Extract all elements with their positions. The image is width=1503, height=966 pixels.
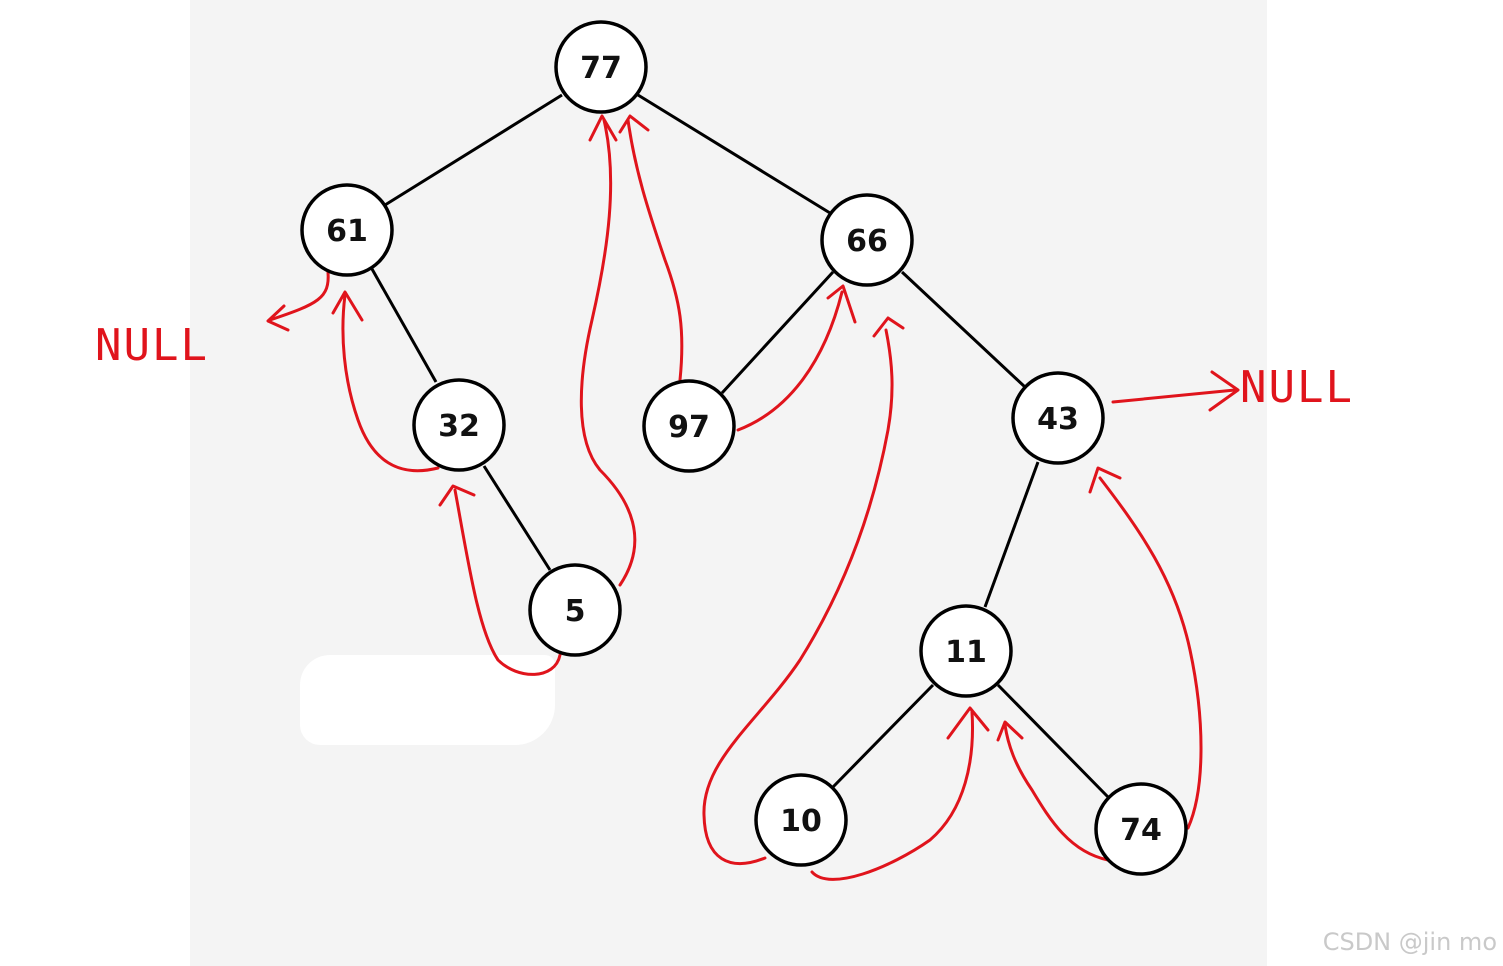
edge-66-97: [720, 270, 835, 395]
node-77: 77: [554, 20, 648, 114]
thread-arrows: [266, 114, 1240, 881]
node-11-label: 11: [945, 635, 987, 670]
thread-5-32-head: [438, 484, 476, 507]
thread-32-61-head: [331, 290, 364, 322]
node-66-label: 66: [846, 224, 888, 259]
node-77-label: 77: [580, 51, 622, 86]
thread-5-32: [453, 488, 562, 676]
thread-97-77-head: [618, 114, 650, 134]
node-61-label: 61: [326, 214, 368, 249]
node-97-label: 97: [668, 410, 710, 445]
edge-77-61: [384, 93, 563, 207]
node-43: 43: [1011, 371, 1105, 465]
node-97: 97: [642, 379, 736, 473]
node-32-label: 32: [438, 409, 480, 444]
thread-61-null-head: [266, 304, 290, 332]
tree-edges: [370, 93, 1110, 799]
thread-74-11-head: [996, 720, 1024, 742]
edge-77-66: [637, 93, 831, 215]
thread-74-11: [1003, 723, 1110, 862]
thread-74-43: [1098, 476, 1203, 830]
edge-43-11: [983, 461, 1040, 608]
thread-10-11: [810, 710, 974, 881]
node-5: 5: [528, 563, 622, 657]
edge-32-5: [482, 465, 552, 571]
thread-43-null: [1111, 388, 1237, 404]
node-32: 32: [412, 378, 506, 472]
thread-10-11-head: [946, 706, 990, 740]
node-74-label: 74: [1120, 813, 1162, 848]
node-61: 61: [300, 183, 394, 277]
node-43-label: 43: [1037, 402, 1079, 437]
node-74: 74: [1094, 782, 1188, 876]
thread-5-77: [579, 118, 637, 587]
node-66: 66: [820, 193, 914, 287]
edge-11-74: [996, 683, 1110, 799]
null-label-left: NULL: [95, 320, 209, 371]
thread-10-66: [702, 328, 894, 866]
thread-97-66-head: [826, 284, 857, 324]
thread-61-null: [268, 270, 330, 322]
thread-43-null-head: [1208, 370, 1240, 412]
null-label-right: NULL: [1240, 362, 1354, 413]
tree-nodes: 77 61 66 32 97 43 5 11: [300, 20, 1188, 876]
edge-66-43: [900, 270, 1027, 389]
edge-11-10: [831, 683, 935, 789]
diagram-background: [190, 0, 1267, 966]
thread-5-77-head: [588, 114, 618, 142]
node-5-label: 5: [565, 594, 586, 629]
edge-61-32: [370, 268, 438, 383]
node-11: 11: [919, 604, 1013, 698]
node-10: 10: [754, 773, 848, 867]
thread-74-43-head: [1088, 466, 1122, 494]
node-10-label: 10: [780, 804, 822, 839]
watermark: CSDN @jin mo: [1322, 928, 1497, 956]
thread-10-66-head: [872, 316, 905, 338]
thread-97-77: [626, 118, 684, 382]
thread-97-66: [736, 290, 844, 432]
thread-32-61: [341, 293, 440, 473]
